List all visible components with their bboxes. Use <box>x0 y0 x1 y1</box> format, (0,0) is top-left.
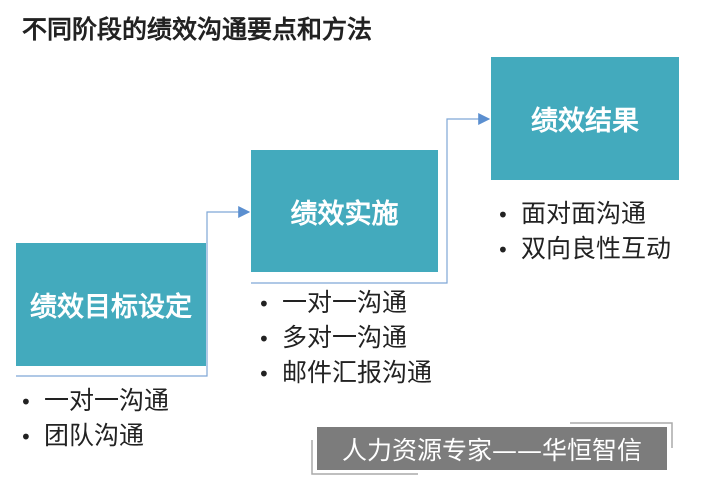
goal-setting-list: •一对一沟通 •团队沟通 <box>20 383 169 453</box>
list-item: •一对一沟通 <box>258 288 408 317</box>
page-title: 不同阶段的绩效沟通要点和方法 <box>22 15 373 44</box>
connector-arrow-1 <box>16 206 251 377</box>
list-item: •面对面沟通 <box>497 199 647 228</box>
list-item: •一对一沟通 <box>20 386 170 415</box>
list-item: •团队沟通 <box>20 421 145 450</box>
results-list: •面对面沟通 •双向良性互动 <box>497 196 671 266</box>
list-item: •邮件汇报沟通 <box>258 358 433 387</box>
list-item: •多对一沟通 <box>258 323 408 352</box>
list-item: •双向良性互动 <box>497 234 672 263</box>
watermark-frame-right <box>570 422 673 448</box>
watermark-banner: 人力资源专家——华恒智信 <box>317 427 667 470</box>
stage-box-results: 绩效结果 <box>491 57 679 180</box>
watermark-frame-left <box>311 440 418 475</box>
connector-arrow-2 <box>251 113 491 284</box>
stage-box-goal-setting: 绩效目标设定 <box>16 243 206 366</box>
implementation-list: •一对一沟通 •多对一沟通 •邮件汇报沟通 <box>258 285 432 390</box>
stage-box-implementation: 绩效实施 <box>251 150 438 272</box>
